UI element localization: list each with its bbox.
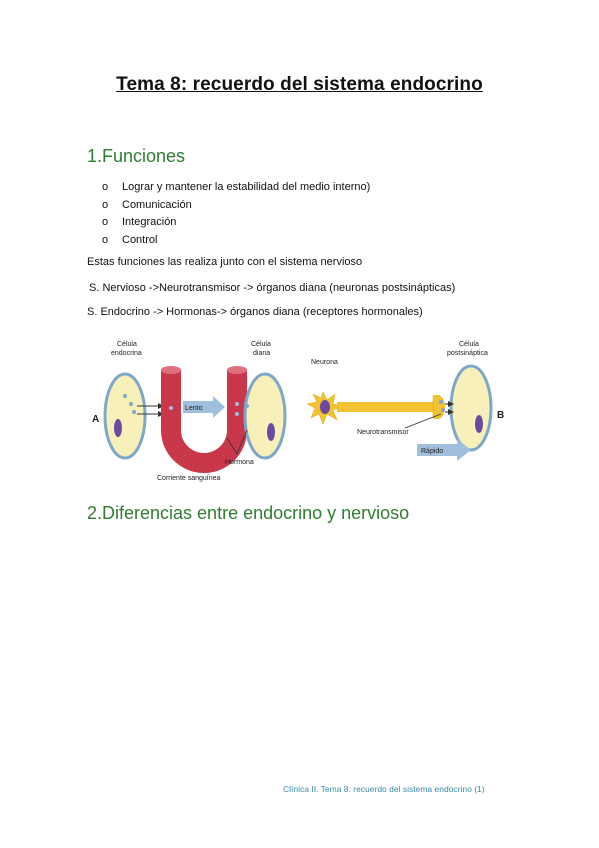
vessel-opening: [161, 366, 181, 374]
label-celula-diana-2: diana: [253, 350, 270, 357]
postsynaptic-cell: [449, 364, 493, 452]
neurotransmitter-dot: [441, 408, 445, 412]
section-heading-funciones: 1.Funciones: [87, 146, 186, 166]
label-corriente: Corriente sanguínea: [157, 475, 221, 482]
hormona-pointer: [226, 437, 238, 455]
label-celula-post-1: Célula: [459, 341, 479, 348]
receptor-dot: [245, 404, 249, 408]
target-nucleus: [267, 423, 275, 441]
hormone-dot: [235, 412, 239, 416]
section-heading-diferencias: 2.Diferencias entre endocrino y nervioso: [87, 503, 410, 523]
list-item-text: Integración: [122, 216, 177, 228]
hormone-dot: [169, 406, 173, 410]
label-b: B: [497, 410, 504, 421]
hormone-dot: [235, 402, 239, 406]
hormone-dot: [123, 394, 127, 398]
label-lento: Lento: [185, 405, 203, 412]
paragraph-funciones: Estas funciones las realiza junto con el…: [87, 256, 363, 268]
hormona-pointer: [236, 429, 248, 455]
hormone-dot: [129, 402, 133, 406]
rapido-arrow-head: [457, 439, 471, 461]
list-item-text: Lograr y mantener la estabilidad del med…: [122, 181, 371, 193]
lento-arrow-head: [213, 396, 225, 418]
label-rapido: Rápido: [421, 448, 443, 455]
label-neurotransmisor: Neurotransmisor: [357, 429, 409, 436]
bullet-marker: o: [102, 181, 109, 193]
neuron-nucleus: [320, 400, 330, 414]
label-celula-endocrina-1: Célula: [117, 341, 137, 348]
rapido-arrow-body: [417, 444, 457, 456]
page-footer: Clínica II. Tema 8: recuerdo del sistema…: [283, 784, 485, 794]
label-a: A: [92, 414, 99, 425]
bullet-marker: o: [102, 198, 109, 211]
endocrine-nucleus: [114, 419, 122, 437]
line-nervioso: S. Nervioso ->Neurotransmisor -> órganos…: [89, 282, 456, 294]
bullet-marker: o: [102, 216, 109, 228]
page-title: Tema 8: recuerdo del sistema endocrino: [116, 74, 483, 95]
axon: [337, 402, 433, 412]
blood-vessel: [161, 370, 247, 473]
functions-list: o Lograr y mantener la estabilidad del me…: [102, 180, 370, 250]
hormone-dot: [132, 410, 136, 414]
lento-arrow-body: [183, 401, 213, 413]
label-celula-endocrina-2: endocrina: [111, 350, 142, 357]
vessel-opening: [227, 366, 247, 374]
postsynaptic-nucleus: [475, 415, 483, 433]
list-item: o Comunicación: [102, 198, 370, 216]
line-endocrino: S. Endocrino -> Hormonas-> órganos diana…: [87, 306, 423, 318]
endocrine-cell: [103, 372, 147, 460]
label-neurona: Neurona: [311, 359, 338, 366]
list-item-text: Comunicación: [122, 198, 192, 211]
label-celula-post-2: postsináptica: [447, 350, 488, 357]
label-hormona: Hormona: [225, 459, 254, 466]
neurotransmisor-pointer: [404, 413, 442, 429]
bullet-marker: o: [102, 233, 109, 246]
axon-terminal: [432, 394, 446, 420]
target-cell: [243, 372, 287, 460]
label-celula-diana-1: Célula: [251, 341, 271, 348]
list-item: o Lograr y mantener la estabilidad del me…: [102, 180, 370, 198]
list-item-text: Control: [122, 233, 158, 246]
list-item: o Control: [102, 233, 370, 251]
list-item: o Integración: [102, 215, 370, 233]
endocrine-vs-nervous-figure: A Célula endocrina Lento Célula diana: [87, 334, 507, 486]
figure-illustration: A Célula endocrina Lento Célula diana: [92, 341, 504, 482]
neurotransmitter-dot: [439, 400, 443, 404]
